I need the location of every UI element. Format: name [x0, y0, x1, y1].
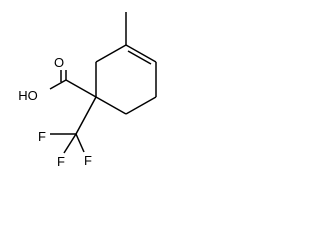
bond-carboxyl-oh: [49, 79, 67, 90]
atom-label-oxygen-double: O: [54, 55, 64, 70]
bond-c1-cf3: [75, 96, 97, 135]
bond-cf3-f-bottom: [63, 133, 77, 154]
bond-cf3-f-right: [75, 133, 85, 153]
atom-label-fluorine-left: F: [38, 129, 46, 144]
atom-label-fluorine-bottom: F: [57, 154, 65, 169]
atom-label-hydroxyl: HO: [18, 88, 38, 103]
atom-label-fluorine-right: F: [84, 153, 92, 168]
bond-c2-c3: [95, 44, 127, 63]
molecule-structure: O HO F F F: [18, 12, 157, 169]
bond-c5-c6: [125, 96, 157, 115]
bond-c6-c1: [95, 96, 127, 115]
bond-c3-c4-double-inner: [127, 50, 152, 65]
bond-c1-carboxyl: [65, 79, 97, 98]
bond-c3-c4-double-outer: [125, 44, 157, 63]
